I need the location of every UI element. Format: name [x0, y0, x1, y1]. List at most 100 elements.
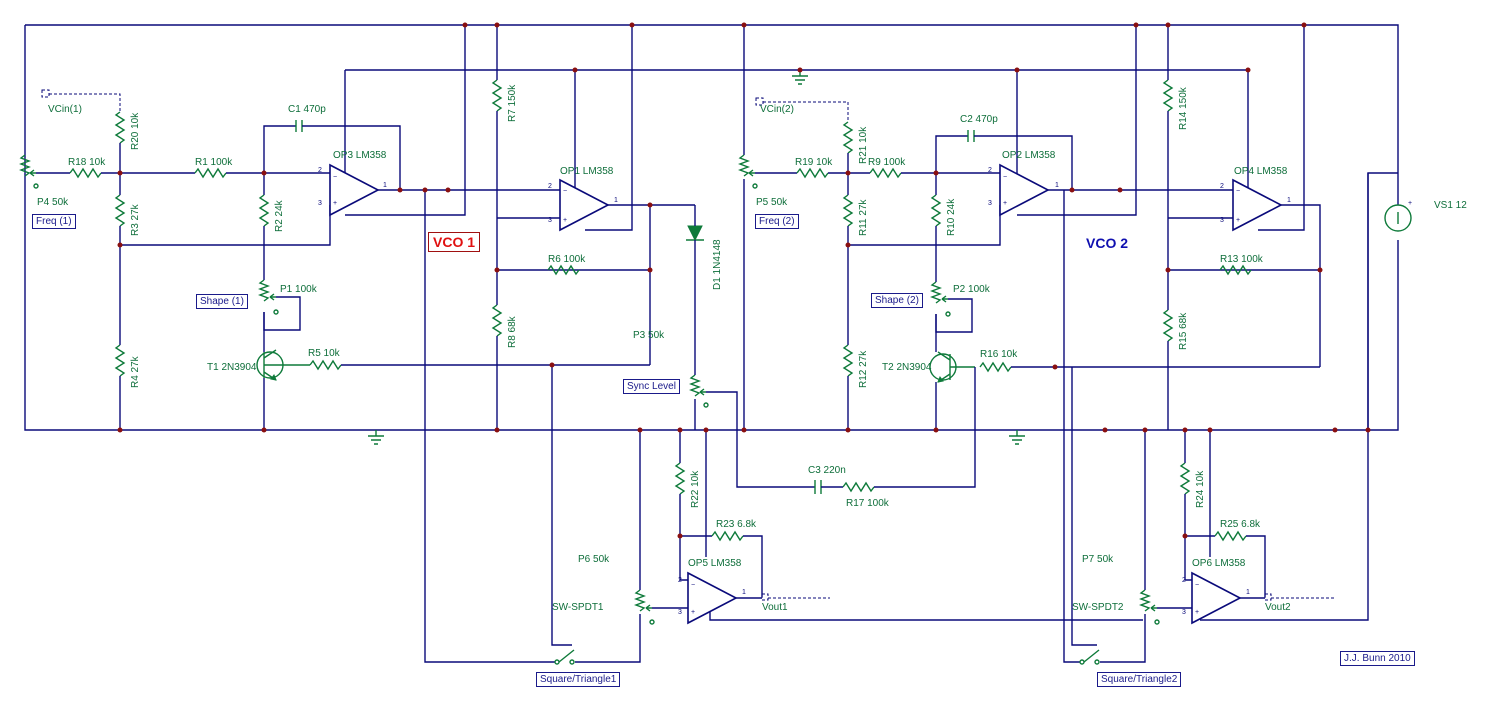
r1-resistor: R1 100k [194, 157, 233, 179]
r17-resistor: R17 100k [842, 481, 890, 509]
d1-diode: D1 1N4148 [686, 225, 723, 290]
vcin1-input[interactable]: VCin(1) [41, 89, 121, 115]
svg-text:−: − [691, 582, 695, 589]
p7-potentiometer[interactable]: P7 50k [1082, 554, 1160, 625]
svg-text:+: + [333, 200, 337, 207]
vco1-section-label: VCO 1 [428, 232, 481, 252]
square-triangle2-label: Square/Triangle2 [1097, 672, 1182, 687]
r16-resistor: R16 10k [979, 349, 1018, 373]
op4-opamp: − + 2 3 1 OP4 LM358 [1220, 166, 1291, 232]
svg-text:−: − [1195, 582, 1199, 589]
svg-text:2: 2 [1182, 577, 1186, 584]
svg-text:P1 100k: P1 100k [280, 284, 318, 295]
r14-resistor: R14 150k [1162, 79, 1189, 130]
r18-resistor: R18 10k [68, 157, 106, 179]
r23-resistor: R23 6.8k [711, 519, 757, 542]
svg-text:Vout2: Vout2 [1265, 602, 1291, 613]
svg-text:T2 2N3904: T2 2N3904 [882, 362, 932, 373]
svg-text:OP4 LM358: OP4 LM358 [1234, 166, 1288, 177]
vcin2-input[interactable]: VCin(2) [755, 97, 849, 122]
svg-text:R6 100k: R6 100k [548, 254, 586, 265]
ground-symbol [1009, 430, 1025, 445]
svg-text:3: 3 [988, 200, 992, 207]
p5-potentiometer[interactable]: P5 50k [738, 154, 788, 208]
svg-text:−: − [563, 188, 567, 195]
svg-text:+: + [1236, 217, 1240, 224]
sync-level-potentiometer[interactable] [689, 374, 815, 488]
svg-text:−: − [1003, 174, 1007, 181]
svg-text:R1 100k: R1 100k [195, 157, 233, 168]
svg-text:P4 50k: P4 50k [37, 197, 69, 208]
r5-resistor: R5 10k [308, 348, 342, 371]
r8-resistor: R8 68k [491, 304, 518, 348]
svg-text:OP5 LM358: OP5 LM358 [688, 558, 742, 569]
r6-resistor: R6 100k [547, 254, 586, 276]
svg-text:1: 1 [1055, 182, 1059, 189]
vco2-section-label: VCO 2 [1086, 235, 1129, 251]
p4-potentiometer[interactable]: P4 50k [19, 150, 69, 208]
svg-text:R5 10k: R5 10k [308, 348, 341, 359]
p6-potentiometer[interactable]: P6 50k [578, 554, 655, 625]
svg-text:OP3 LM358: OP3 LM358 [333, 150, 387, 161]
r9-resistor: R9 100k [868, 157, 906, 179]
svg-text:−: − [1236, 188, 1240, 195]
svg-text:R23 6.8k: R23 6.8k [716, 519, 757, 530]
junction-dots [117, 22, 1371, 539]
svg-text:SW-SPDT2: SW-SPDT2 [1072, 602, 1124, 613]
svg-text:2: 2 [678, 577, 682, 584]
r19-resistor: R19 10k [795, 157, 833, 179]
svg-text:3: 3 [1182, 609, 1186, 616]
svg-text:R19 10k: R19 10k [795, 157, 833, 168]
r24-resistor: R24 10k [1179, 462, 1206, 508]
svg-text:3: 3 [318, 200, 322, 207]
svg-text:VCin(1): VCin(1) [48, 104, 82, 115]
sw-spdt2-switch[interactable]: SW-SPDT2 [1071, 367, 1124, 665]
svg-text:P3 50k: P3 50k [633, 330, 665, 341]
r21-resistor: R21 10k [842, 121, 869, 164]
svg-text:P2 100k: P2 100k [953, 284, 991, 295]
svg-text:R15 68k: R15 68k [1178, 312, 1189, 350]
svg-text:OP6 LM358: OP6 LM358 [1192, 558, 1246, 569]
svg-text:2: 2 [988, 167, 992, 174]
r22-resistor: R22 10k [674, 462, 701, 508]
square-triangle1-label: Square/Triangle1 [536, 672, 621, 687]
r20-resistor: R20 10k [114, 111, 141, 150]
svg-text:VCin(2): VCin(2) [760, 104, 794, 115]
svg-text:+: + [1003, 200, 1007, 207]
svg-text:1: 1 [383, 182, 387, 189]
svg-text:1: 1 [1246, 589, 1250, 596]
ground-symbol [368, 430, 384, 445]
svg-text:R2 24k: R2 24k [274, 199, 285, 232]
svg-text:R9 100k: R9 100k [868, 157, 906, 168]
svg-text:P5 50k: P5 50k [756, 197, 788, 208]
svg-text:R3 27k: R3 27k [130, 203, 141, 236]
p1-potentiometer[interactable]: P1 100k [258, 279, 318, 331]
r2-resistor: R2 24k [258, 194, 285, 232]
svg-text:2: 2 [548, 183, 552, 190]
r10-resistor: R10 24k [930, 194, 957, 236]
svg-text:P6 50k: P6 50k [578, 554, 610, 565]
freq2-label: Freq (2) [755, 214, 799, 229]
svg-text:R24 10k: R24 10k [1195, 470, 1206, 508]
r13-resistor: R13 100k [1219, 254, 1264, 276]
svg-text:R12 27k: R12 27k [858, 350, 869, 388]
vs1-voltage-source: + VS1 12 [1384, 200, 1467, 232]
r15-resistor: R15 68k [1162, 309, 1189, 350]
svg-text:3: 3 [1220, 217, 1224, 224]
c2-capacitor: C2 470p [935, 114, 1073, 188]
p2-potentiometer[interactable]: P2 100k [930, 281, 991, 333]
t2-transistor: T2 2N3904 [882, 351, 975, 383]
vout2-output[interactable]: Vout2 [1264, 593, 1335, 613]
r4-resistor: R4 27k [114, 344, 141, 388]
svg-text:VS1 12: VS1 12 [1434, 200, 1467, 211]
svg-text:R25 6.8k: R25 6.8k [1220, 519, 1261, 530]
sw-spdt1-switch[interactable]: SW-SPDT1 [551, 365, 604, 665]
vout1-output[interactable]: Vout1 [761, 593, 830, 613]
op2-opamp: − + 2 3 1 OP2 LM358 [988, 150, 1059, 217]
svg-text:C1 470p: C1 470p [288, 104, 326, 115]
svg-text:R17 100k: R17 100k [846, 498, 890, 509]
svg-text:R21 10k: R21 10k [858, 126, 869, 164]
shape1-label: Shape (1) [196, 294, 248, 309]
ground-symbol [792, 70, 808, 85]
